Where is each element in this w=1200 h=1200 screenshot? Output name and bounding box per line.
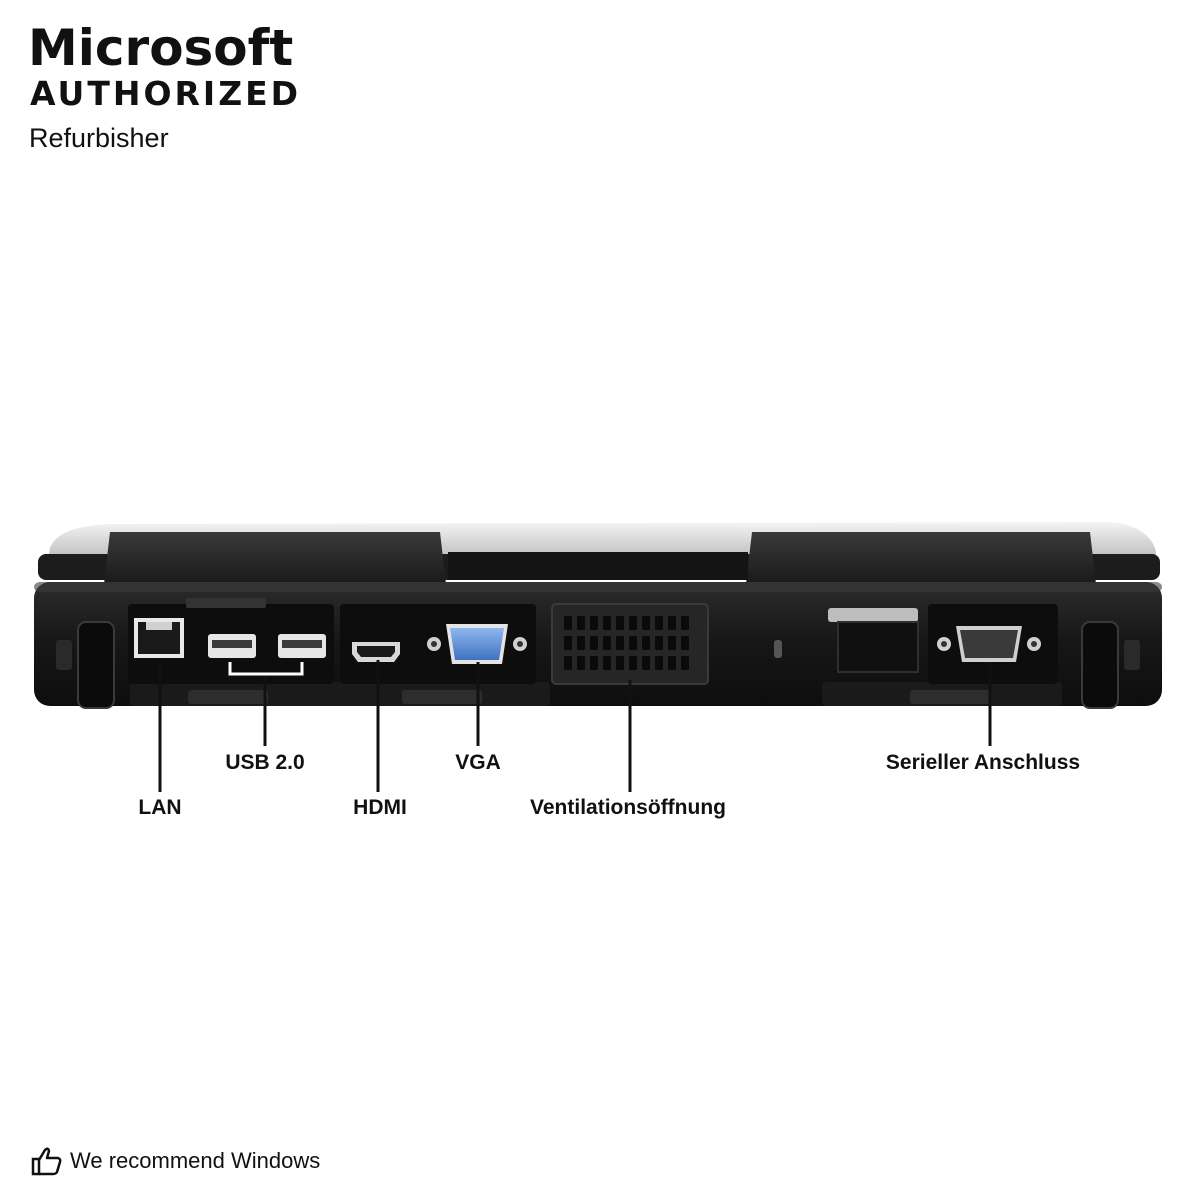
serial-port bbox=[828, 608, 1041, 673]
footer-text: We recommend Windows bbox=[70, 1148, 321, 1173]
vent-slot bbox=[642, 616, 650, 630]
vent-slot bbox=[564, 616, 572, 630]
callout-lines bbox=[158, 660, 992, 792]
ventilation-grille bbox=[551, 603, 782, 685]
vent-slot bbox=[616, 656, 624, 670]
vent-slot bbox=[577, 616, 585, 630]
vent-slot bbox=[668, 616, 676, 630]
vent-slot bbox=[577, 656, 585, 670]
vent-slot bbox=[668, 636, 676, 650]
vent-slot bbox=[577, 636, 585, 650]
laptop-lid bbox=[38, 522, 1160, 584]
thumbs-up-icon bbox=[31, 1147, 62, 1176]
refurbisher-text: Refurbisher bbox=[29, 123, 169, 153]
vent-slot bbox=[642, 636, 650, 650]
lan-label: LAN bbox=[138, 796, 182, 819]
vent-slot bbox=[655, 616, 663, 630]
vent-slot bbox=[681, 616, 689, 630]
vent-slot bbox=[629, 656, 637, 670]
vent-slot bbox=[564, 656, 572, 670]
vga-label: VGA bbox=[455, 751, 501, 774]
vent-slot bbox=[655, 636, 663, 650]
windows-recommendation: We recommend Windows bbox=[30, 1144, 320, 1178]
vent-slot bbox=[681, 656, 689, 670]
vent-slot bbox=[590, 656, 598, 670]
vent-slot bbox=[655, 656, 663, 670]
vent-slot bbox=[629, 636, 637, 650]
vent-slot bbox=[603, 636, 611, 650]
hdmi-port bbox=[352, 642, 400, 662]
vent-slot bbox=[681, 636, 689, 650]
vent-slot bbox=[590, 636, 598, 650]
usb-ports bbox=[208, 634, 326, 676]
vent-slot bbox=[616, 616, 624, 630]
vent-slot bbox=[603, 656, 611, 670]
vent-slot bbox=[590, 616, 598, 630]
authorized-refurbisher-badge: Microsoft AUTHORIZED Refurbisher bbox=[28, 20, 301, 158]
authorized-text: AUTHORIZED bbox=[30, 74, 302, 113]
serial-label: Serieller Anschluss bbox=[885, 751, 1081, 774]
brand-name: Microsoft bbox=[28, 19, 294, 77]
vent-label: Ventilationsöffnung bbox=[530, 796, 726, 819]
vent-slot bbox=[564, 636, 572, 650]
lan-port bbox=[134, 618, 184, 658]
usb-label: USB 2.0 bbox=[225, 751, 305, 774]
vent-slot bbox=[616, 636, 624, 650]
hdmi-label: HDMI bbox=[353, 796, 407, 819]
laptop-chassis bbox=[34, 582, 1162, 709]
vent-slot bbox=[668, 656, 676, 670]
vga-port bbox=[427, 624, 527, 664]
vent-slot bbox=[603, 616, 611, 630]
vent-slot bbox=[629, 616, 637, 630]
vent-slot bbox=[642, 656, 650, 670]
